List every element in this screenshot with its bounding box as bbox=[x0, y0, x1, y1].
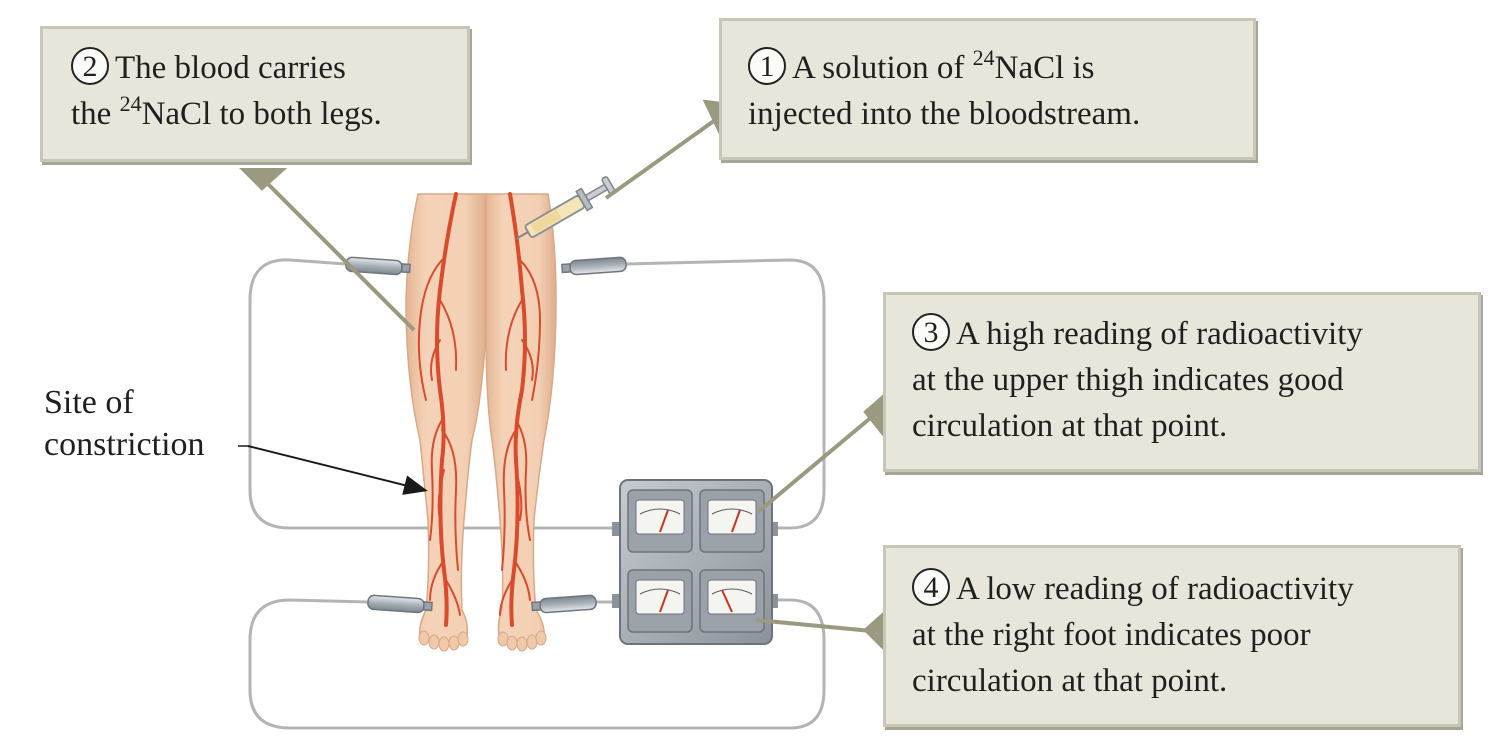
right-main-artery bbox=[508, 192, 527, 627]
pointer-callout-1 bbox=[604, 116, 720, 200]
arteries bbox=[417, 192, 542, 627]
probe-lower-left bbox=[367, 594, 433, 614]
callout-3-line3: circulation at that point. bbox=[912, 408, 1228, 444]
callout-4-line1: A low reading of radioactivity bbox=[956, 571, 1354, 607]
callout-3-line1: A high reading of radioactivity bbox=[956, 316, 1363, 352]
meter-box bbox=[612, 479, 778, 645]
callout-1-line1-pre: A solution of bbox=[792, 50, 973, 86]
probe-upper-right bbox=[561, 256, 627, 276]
probe-upper-left bbox=[345, 256, 411, 276]
callout-1-line2: injected into the bloodstream. bbox=[748, 96, 1141, 132]
site-of-constriction-label: Site of constriction bbox=[44, 382, 205, 466]
meter-lower-left bbox=[627, 569, 693, 633]
site-label-line2: constriction bbox=[44, 426, 205, 463]
callout-2-line1: The blood carries bbox=[115, 50, 346, 86]
callout-3-line2: at the upper thigh indicates good bbox=[912, 362, 1344, 398]
site-label-line1: Site of bbox=[44, 384, 134, 421]
callout-4-line3: circulation at that point. bbox=[912, 663, 1228, 699]
step-number-badge: 2 bbox=[71, 47, 109, 85]
pointer-callout-3 bbox=[756, 408, 882, 514]
detector-probes bbox=[345, 256, 627, 614]
legs-illustration bbox=[405, 192, 557, 652]
probe-lower-right bbox=[531, 594, 597, 614]
cable-lower-left bbox=[248, 598, 826, 730]
pointer-callout-4 bbox=[755, 618, 883, 634]
cable-upper-right bbox=[625, 258, 826, 530]
syringe bbox=[515, 176, 616, 240]
toes bbox=[418, 630, 547, 652]
callout-4-line2: at the right foot indicates poor bbox=[912, 617, 1311, 653]
meter-upper-left bbox=[627, 489, 693, 553]
step-number-badge: 4 bbox=[912, 568, 950, 606]
callout-1-line1-post: NaCl is bbox=[994, 50, 1095, 86]
callout-2-line2-post: NaCl to both legs. bbox=[141, 96, 382, 132]
left-main-artery bbox=[435, 192, 458, 627]
isotope-superscript: 24 bbox=[119, 91, 142, 116]
callout-pointers bbox=[239, 99, 886, 653]
meter-upper-right bbox=[699, 489, 765, 553]
constriction-arrow bbox=[238, 445, 428, 495]
step-number-badge: 1 bbox=[748, 47, 786, 85]
meter-lower-right bbox=[699, 569, 765, 633]
isotope-superscript: 24 bbox=[972, 45, 995, 70]
detector-cables bbox=[248, 258, 826, 730]
step-number-badge: 3 bbox=[912, 313, 950, 351]
cable-upper-left bbox=[248, 258, 612, 530]
callout-2-line2-pre: the bbox=[71, 96, 120, 132]
pointer-callout-2 bbox=[262, 178, 416, 332]
